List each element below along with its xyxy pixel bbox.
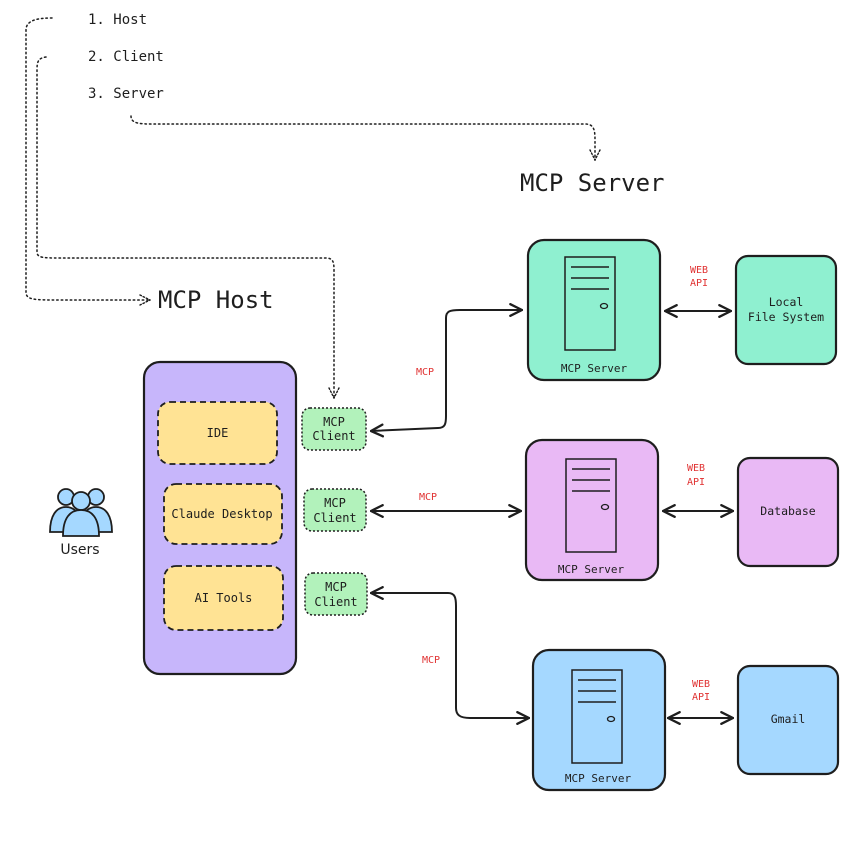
legend-item-server: 3. Server [88,86,164,102]
mcp-server-1[interactable]: MCP Server [526,238,662,382]
ai-tools-app-label: AI Tools [195,591,253,605]
mcp-client-2-line2: Client [313,511,356,525]
ide-app-box[interactable] [157,401,278,465]
mcp-client-3[interactable]: MCP Client [304,572,368,616]
mcp-protocol-label-1: MCP [416,367,434,378]
users-icon [49,488,113,537]
resource-3-label: Gmail [771,712,806,726]
resource-2-label: Database [760,504,815,518]
mcp-server-2-label: MCP Server [558,563,625,576]
users-label: Users [60,542,99,558]
host-guide-connector [25,17,150,300]
web-api-label-2-line2: API [687,477,705,488]
server-rack-icon [565,458,617,553]
gmail-resource[interactable]: Gmail [736,664,840,776]
legend-item-host: 1. Host [88,12,147,28]
web-api-label-3-line2: API [692,692,710,703]
resource-1-line1: Local [769,295,804,309]
mcp-server-title: MCP Server [520,169,665,197]
mcp-protocol-label-3: MCP [422,655,440,666]
mcp-server-3-label: MCP Server [565,772,632,785]
legend-item-client: 2. Client [88,49,164,65]
resource-1-line2: File System [748,310,824,324]
mcp-client-2-line1: MCP [324,496,346,510]
claude-desktop-app-box[interactable] [163,483,283,545]
server-guide-connector [130,115,595,160]
web-api-label-1-line1: WEB [690,265,708,276]
mcp-client-1[interactable]: MCP Client [301,407,367,451]
local-file-system-resource[interactable]: Local File System [734,254,838,366]
database-resource[interactable]: Database [736,456,840,568]
mcp-client-1-line1: MCP [323,415,345,429]
mcp-server-3[interactable]: MCP Server [531,648,667,792]
mcp-client-3-line2: Client [314,595,357,609]
mcp-server-2[interactable]: MCP Server [524,438,660,582]
mcp-server-1-label: MCP Server [561,362,628,375]
server-rack-icon [571,669,623,764]
mcp-client-3-line1: MCP [325,580,347,594]
ide-app-label: IDE [207,426,229,440]
mcp-client-1-line2: Client [312,429,355,443]
client-guide-connector [36,56,334,398]
web-api-label-2-line1: WEB [687,463,705,474]
mcp-host-title: MCP Host [158,286,274,314]
legend-list: 1. Host 2. Client 3. Server [88,12,164,102]
web-api-label-3-line1: WEB [692,679,710,690]
web-api-label-1-line2: API [690,278,708,289]
mcp-client-2[interactable]: MCP Client [303,488,367,532]
claude-desktop-app-label: Claude Desktop [171,507,272,521]
ai-tools-app-box[interactable] [163,565,284,631]
server-rack-icon [564,256,616,351]
mcp-protocol-label-2: MCP [419,492,437,503]
client3-server3-connector [369,586,531,725]
client1-server1-connector [369,303,524,438]
